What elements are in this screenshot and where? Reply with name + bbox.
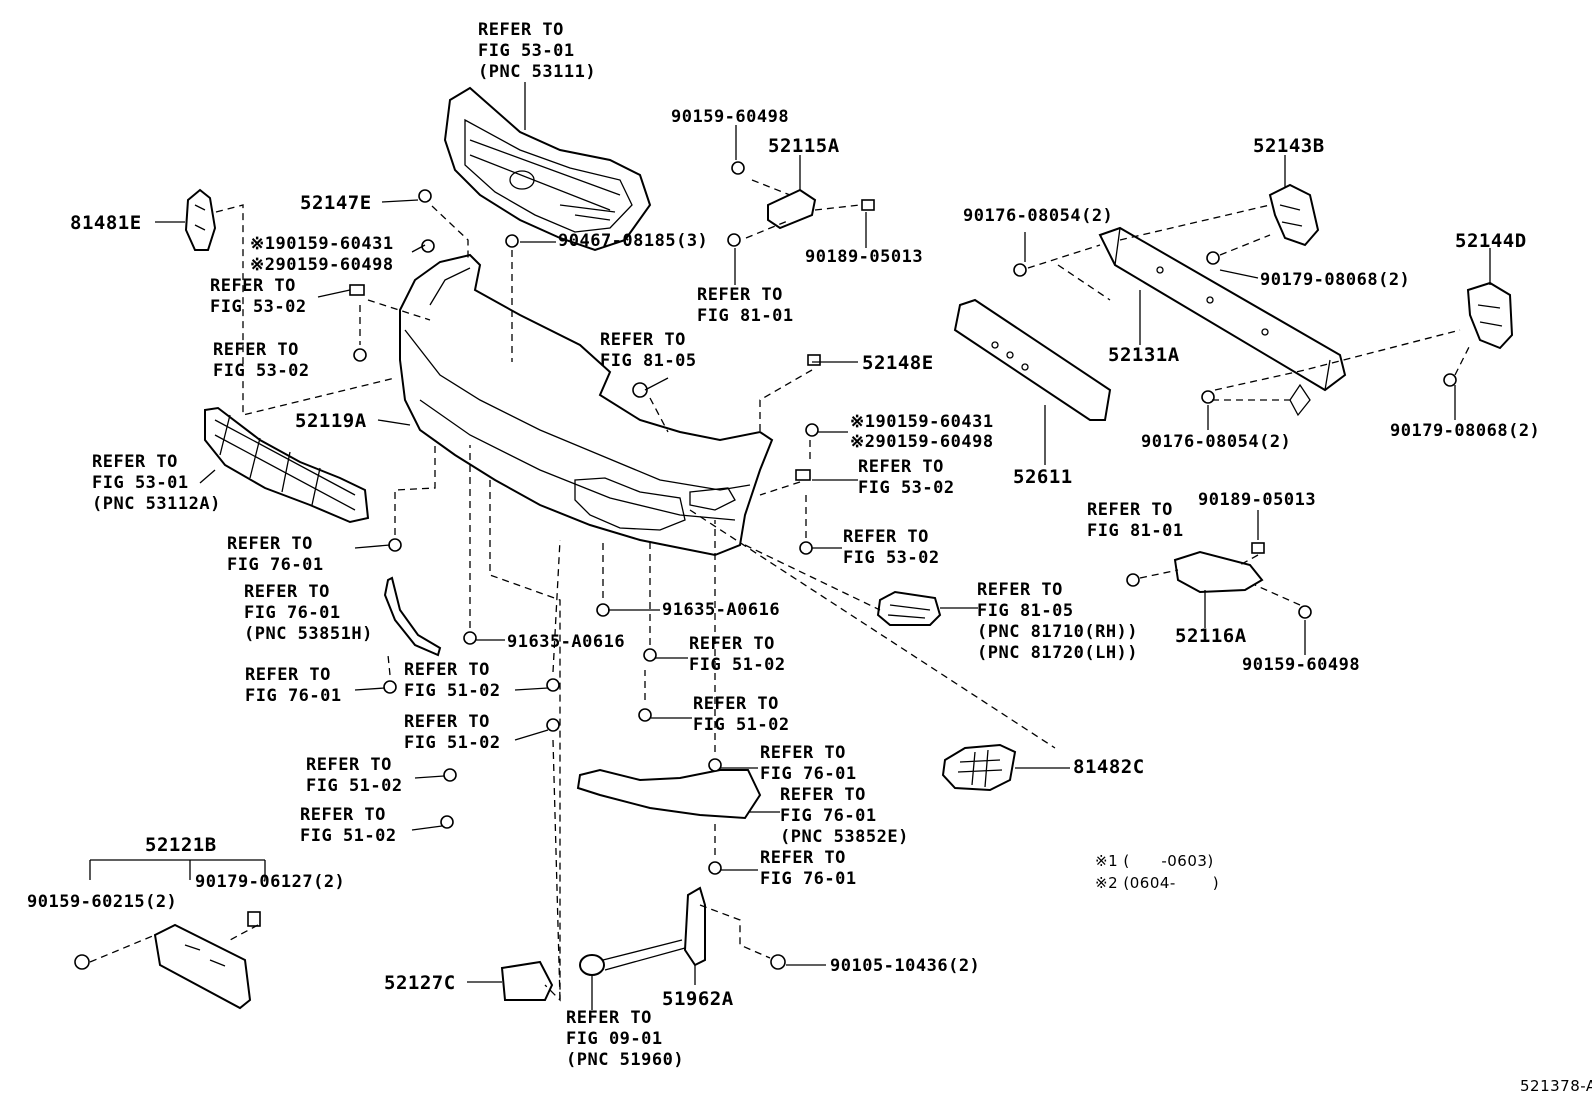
bracket-81481E: [184, 188, 217, 251]
fasteners: [74, 161, 1457, 970]
part-90159-60215: 90159-60215(2): [27, 892, 178, 912]
ref-fig-51-02-c: REFER TO FIG 51-02: [306, 755, 403, 796]
part-52147E: 52147E: [300, 192, 372, 214]
bolt-ref-x2-right: ※290159-60498: [850, 432, 994, 452]
ref-fig-51-02-e: REFER TO FIG 51-02: [689, 634, 786, 675]
bracket-52143B: [1268, 183, 1320, 247]
part-52121B: 52121B: [145, 834, 217, 856]
ref-fig-76-01-c: REFER TO FIG 76-01: [760, 743, 857, 784]
bumper-cover-52119A: [399, 253, 774, 557]
bolt-ref-x1: ※190159-60431: [250, 234, 394, 254]
ref-fig-53-02-a: REFER TO FIG 53-02: [210, 276, 307, 317]
ref-fig-51-02-f: REFER TO FIG 51-02: [693, 694, 790, 735]
part-52148E: 52148E: [862, 352, 934, 374]
part-90467-08185: 90467-08185(3): [558, 231, 709, 251]
ref-fig-53-02-d: REFER TO FIG 53-02: [843, 527, 940, 568]
ref-fig-51-02-d: REFER TO FIG 51-02: [300, 805, 397, 846]
part-90179-08068-top: 90179-08068(2): [1260, 270, 1411, 290]
part-81482C: 81482C: [1073, 756, 1145, 778]
note-date-range-2: ※2 (0604- ): [1095, 874, 1220, 892]
ref-fig-51-02-b: REFER TO FIG 51-02: [404, 712, 501, 753]
moulding-left-reference: REFER TO FIG 76-01 (PNC 53851H): [244, 582, 373, 644]
ref-fig-81-01-b: REFER TO FIG 81-01: [1087, 500, 1184, 541]
bracket-52144D: [1466, 281, 1514, 350]
note-date-range-1: ※1 ( -0603): [1095, 852, 1214, 870]
bolt-ref-x2: ※290159-60498: [250, 255, 394, 275]
part-52127C: 52127C: [384, 972, 456, 994]
ref-fig-76-01-d: REFER TO FIG 76-01: [760, 848, 857, 889]
part-91635-A0616-b: 91635-A0616: [507, 632, 626, 652]
part-52144D: 52144D: [1455, 230, 1527, 252]
dashed-guides: [89, 179, 1471, 1002]
bracket-52116A: [1173, 550, 1264, 594]
ref-fig-76-01-a: REFER TO FIG 76-01: [227, 534, 324, 575]
moulding-right-reference: REFER TO FIG 76-01 (PNC 53852E): [780, 785, 909, 847]
part-91635-A0616-a: 91635-A0616: [662, 600, 781, 620]
part-90159-60498-right: 90159-60498: [1242, 655, 1361, 675]
leader-lines: [155, 82, 1491, 1010]
license-bracket-52121B: [89, 859, 266, 1010]
bracket-52115A: [767, 188, 817, 230]
ref-fig-81-01-a: REFER TO FIG 81-01: [697, 285, 794, 326]
part-52116A: 52116A: [1175, 625, 1247, 647]
part-52119A: 52119A: [295, 410, 367, 432]
part-52131A: 52131A: [1108, 344, 1180, 366]
ref-fig-53-02-b: REFER TO FIG 53-02: [213, 340, 310, 381]
reinforcement-52131A: [1098, 226, 1347, 417]
part-90105-10436: 90105-10436(2): [830, 956, 981, 976]
moulding-left: [383, 576, 442, 657]
part-90176-08054-bottom: 90176-08054(2): [1141, 432, 1292, 452]
tow-hook-reference: REFER TO FIG 09-01 (PNC 51960): [566, 1008, 685, 1070]
diagram-id: 521378-A: [1520, 1077, 1592, 1095]
grille-reference: REFER TO FIG 53-01 (PNC 53111): [478, 20, 597, 82]
part-90176-08054-top: 90176-08054(2): [963, 206, 1114, 226]
fog-cover-81482C: [941, 743, 1017, 792]
lower-grille-reference: REFER TO FIG 53-01 (PNC 53112A): [92, 452, 221, 514]
part-90179-08068-bottom: 90179-08068(2): [1390, 421, 1541, 441]
fog-lamp: [876, 590, 942, 626]
upper-grille: [443, 86, 652, 252]
part-52115A: 52115A: [768, 135, 840, 157]
part-52611: 52611: [1013, 466, 1073, 488]
part-52143B: 52143B: [1253, 135, 1325, 157]
ref-fig-81-05: REFER TO FIG 81-05: [600, 330, 697, 371]
part-81481E: 81481E: [70, 212, 142, 234]
part-90189-05013-right: 90189-05013: [1198, 490, 1317, 510]
ref-fig-76-01-b: REFER TO FIG 76-01: [245, 665, 342, 706]
lower-grille: [204, 406, 370, 524]
part-90159-60498-top: 90159-60498: [671, 107, 790, 127]
fog-lamp-reference: REFER TO FIG 81-05 (PNC 81710(RH)) (PNC …: [977, 580, 1139, 663]
bolt-ref-x1-right: ※190159-60431: [850, 412, 994, 432]
part-51962A: 51962A: [662, 988, 734, 1010]
tow-hook: [579, 886, 706, 976]
part-90179-06127: 90179-06127(2): [195, 872, 346, 892]
part-90189-05013-top: 90189-05013: [805, 247, 924, 267]
ref-fig-51-02-a: REFER TO FIG 51-02: [404, 660, 501, 701]
cover-52127C: [500, 960, 554, 1001]
moulding-right: [576, 768, 762, 820]
ref-fig-53-02-c: REFER TO FIG 53-02: [858, 457, 955, 498]
absorber-52611: [953, 298, 1112, 421]
